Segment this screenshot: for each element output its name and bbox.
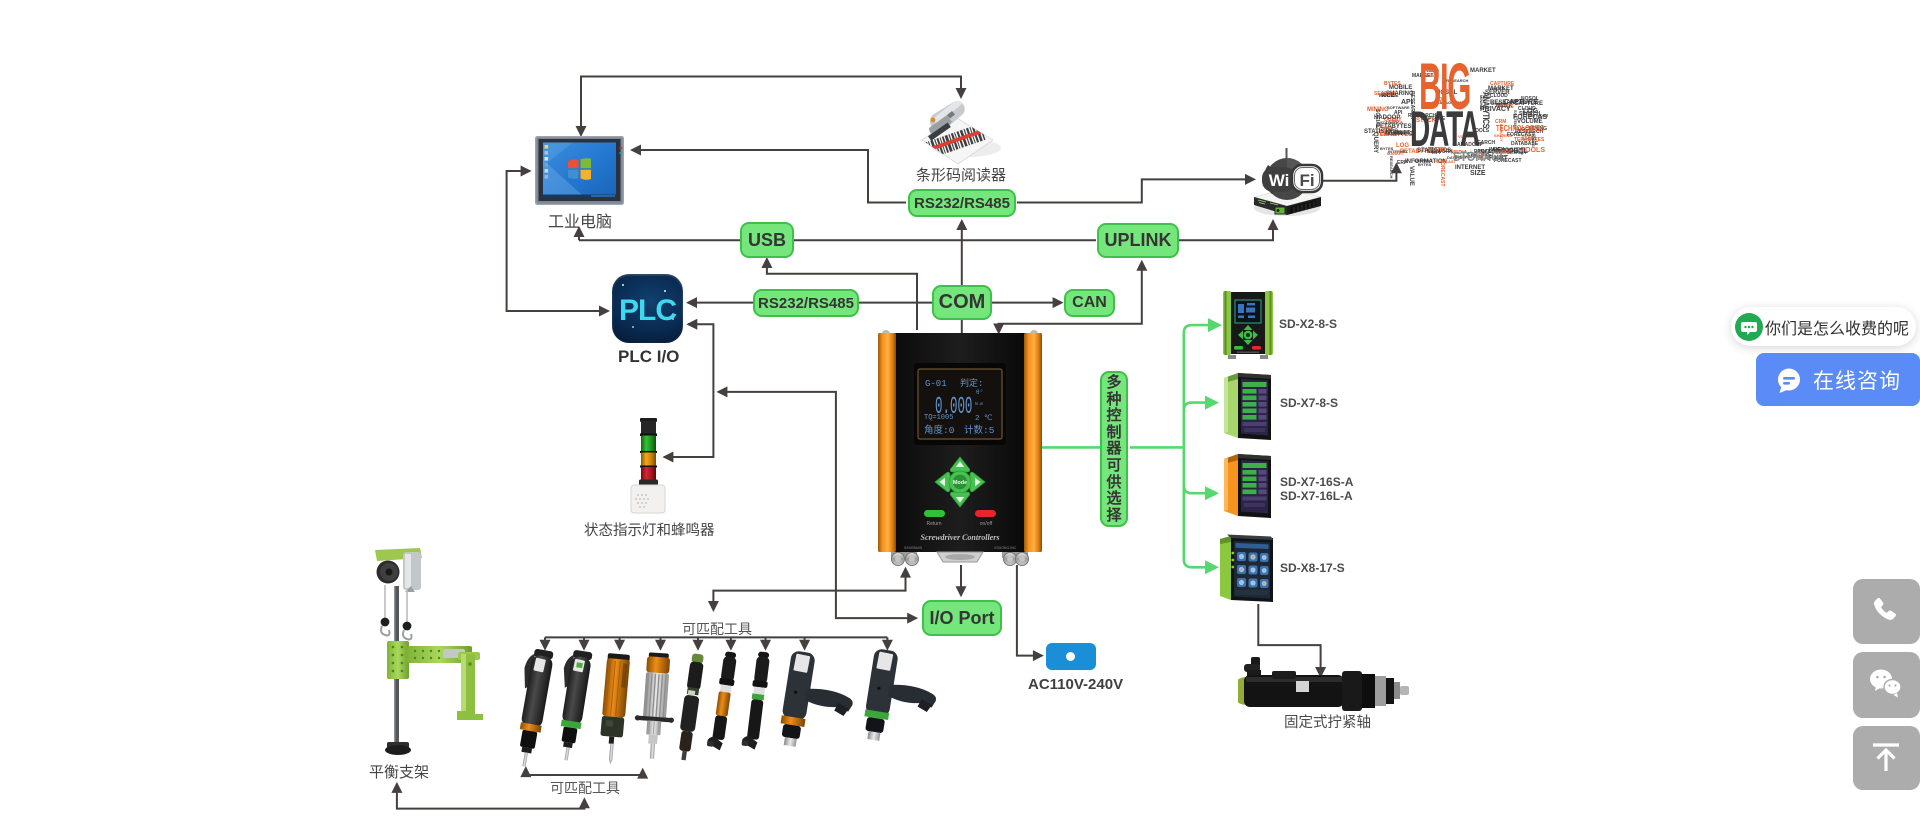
svg-text:角度:0: 角度:0 [924, 424, 955, 436]
svg-text:Mode: Mode [953, 480, 967, 486]
svg-text:S/N005A05: S/N005A05 [904, 546, 922, 550]
svg-text:计数:5: 计数:5 [964, 424, 995, 436]
svg-text:Wi: Wi [1269, 171, 1290, 190]
svg-text:TQ=1005: TQ=1005 [924, 414, 953, 422]
svg-text:Screwdriver Controllers: Screwdriver Controllers [921, 533, 1000, 542]
svg-text:θ°: θ° [976, 389, 983, 396]
svg-text:0.000: 0.000 [935, 393, 972, 421]
svg-text:2 ℃: 2 ℃ [975, 414, 993, 423]
svg-text:判定:: 判定: [960, 377, 983, 389]
svg-text:on/off: on/off [980, 521, 993, 527]
svg-text:N.m: N.m [975, 401, 983, 407]
svg-text:XSUONG.INC: XSUONG.INC [994, 546, 1017, 550]
svg-text:Return: Return [926, 521, 941, 527]
svg-text:Fi: Fi [1299, 171, 1314, 190]
svg-text:G-01: G-01 [925, 379, 947, 389]
